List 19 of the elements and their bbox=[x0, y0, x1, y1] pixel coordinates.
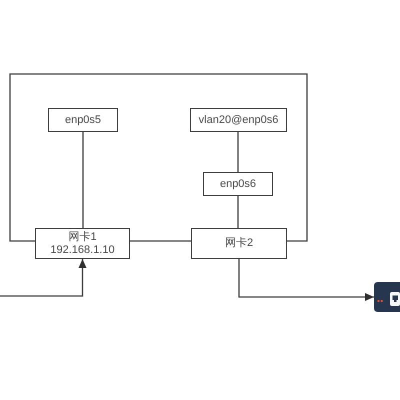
network-device-icon bbox=[374, 282, 400, 312]
interface-name: vlan20@enp0s6 bbox=[198, 114, 278, 126]
connector-line bbox=[82, 132, 84, 228]
connector-line bbox=[9, 73, 308, 242]
network-card-box bbox=[191, 228, 287, 259]
interface-name: enp0s5 bbox=[64, 114, 102, 126]
interface-box bbox=[203, 172, 273, 196]
arrow bbox=[0, 259, 86, 297]
card-name: 网卡1 bbox=[68, 230, 97, 244]
connector-line bbox=[130, 240, 191, 242]
card-name: 网卡2 bbox=[224, 237, 254, 250]
interface-box bbox=[48, 108, 118, 132]
arrow bbox=[238, 259, 374, 301]
interface-name: enp0s6 bbox=[220, 178, 256, 190]
connector-line bbox=[237, 196, 239, 228]
ip-address: 192.168.1.10 bbox=[50, 244, 115, 256]
network-card-box bbox=[35, 228, 130, 259]
connector-line bbox=[237, 132, 239, 172]
interface-box bbox=[190, 108, 287, 132]
